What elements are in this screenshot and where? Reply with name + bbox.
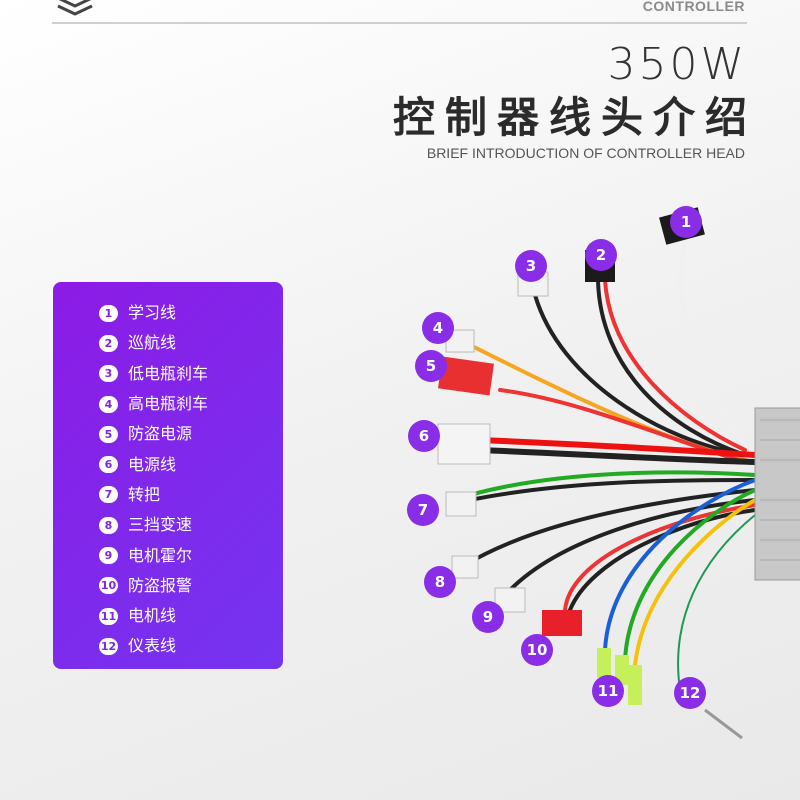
legend-number-badge: 6 (99, 456, 118, 474)
legend-item: 8 三挡变速 (99, 510, 283, 540)
callout-3: 3 (515, 250, 547, 282)
callout-7: 7 (407, 494, 439, 526)
legend-number-badge: 2 (99, 334, 118, 352)
legend-item: 10 防盗报警 (99, 571, 283, 601)
legend-item: 2 巡航线 (99, 328, 283, 358)
callout-12: 12 (674, 677, 706, 709)
callout-5: 5 (415, 350, 447, 382)
legend-item: 1 学习线 (99, 298, 283, 328)
legend-number-badge: 11 (99, 607, 118, 625)
legend-number-badge: 9 (99, 547, 118, 565)
legend-label: 防盗电源 (128, 424, 193, 444)
legend-number-badge: 4 (99, 395, 118, 413)
legend-item: 12 仪表线 (99, 631, 283, 661)
legend-label: 防盗报警 (128, 575, 193, 595)
legend-label: 学习线 (128, 303, 177, 323)
callout-10: 10 (521, 634, 553, 666)
callout-11: 11 (592, 675, 624, 707)
power-rating: 350W (607, 39, 747, 90)
legend-label: 巡航线 (128, 333, 177, 353)
legend-label: 高电瓶刹车 (128, 394, 209, 414)
callout-9: 9 (472, 601, 504, 633)
layers-icon (57, 0, 93, 16)
callout-4: 4 (422, 312, 454, 344)
legend-item: 6 电源线 (99, 449, 283, 479)
callout-6: 6 (408, 420, 440, 452)
legend-item: 4 高电瓶刹车 (99, 389, 283, 419)
legend-label: 三挡变速 (128, 515, 193, 535)
divider (52, 22, 747, 24)
legend-label: 转把 (128, 484, 161, 504)
legend-number-badge: 10 (99, 577, 118, 595)
legend-label: 电机霍尔 (128, 545, 193, 565)
page-title: 控制器线头介绍 (392, 93, 757, 142)
legend-label: 电源线 (128, 454, 177, 474)
callout-1: 1 (670, 206, 702, 238)
callout-8: 8 (424, 566, 456, 598)
callout-2: 2 (585, 239, 617, 271)
legend-item: 11 电机线 (99, 601, 283, 631)
page-subtitle: BRIEF INTRODUCTION OF CONTROLLER HEAD (426, 145, 745, 161)
legend-number-badge: 3 (99, 365, 118, 383)
legend-label: 低电瓶刹车 (128, 363, 209, 383)
legend-number-badge: 7 (99, 486, 118, 504)
legend-item: 9 电机霍尔 (99, 540, 283, 570)
legend-panel: 1 学习线 2 巡航线 3 低电瓶刹车 4 高电瓶刹车 5 防盗电源 6 电源线 7 转把 8 三挡变速 9 电机… (53, 282, 283, 669)
legend-item: 5 防盗电源 (99, 419, 283, 449)
legend-label: 仪表线 (128, 636, 177, 656)
legend-number-badge: 5 (99, 425, 118, 443)
legend-item: 7 转把 (99, 480, 283, 510)
brand-label: CONTROLLER (642, 0, 745, 14)
legend-number-badge: 1 (99, 304, 118, 322)
legend-number-badge: 12 (99, 637, 118, 655)
legend-item: 3 低电瓶刹车 (99, 359, 283, 389)
legend-label: 电机线 (128, 606, 177, 626)
legend-number-badge: 8 (99, 516, 118, 534)
